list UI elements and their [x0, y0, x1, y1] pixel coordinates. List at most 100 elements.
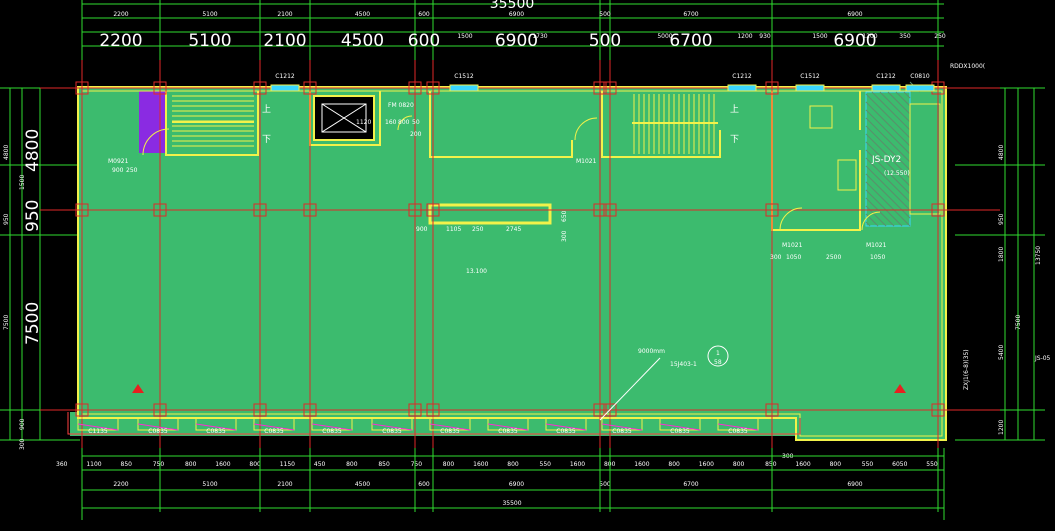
window-bottom-label: C0835: [670, 428, 690, 435]
right-top-ref: RDDX1000(: [950, 63, 985, 70]
hatch-line: [865, 221, 871, 227]
top-row2-dim: 1730: [532, 33, 547, 40]
structural-grid: [40, 60, 1000, 448]
top-big-dim: 4500: [341, 31, 384, 51]
hatch-line: [865, 165, 911, 211]
window-bottom-glass: [195, 423, 237, 431]
window-bottom-glass: [311, 423, 353, 431]
window-bottom-label: C0835: [382, 428, 402, 435]
right-dim-5: 5400: [998, 345, 1005, 360]
column: [253, 403, 267, 417]
bottom-row1-dim: 1600: [570, 461, 585, 468]
hatch-line: [887, 91, 911, 115]
bottom-row2-dim: 500: [599, 481, 611, 488]
window-bottom-label: C0835: [556, 428, 576, 435]
top-small-dim: 600: [418, 11, 430, 18]
right-dim-2: 950: [998, 213, 1005, 225]
hatch-line: [865, 109, 911, 155]
detail-num: 1: [716, 350, 720, 357]
center-dim-2: 1105: [446, 226, 461, 233]
window-bottom-label: C0835: [498, 428, 518, 435]
top-big-dim: 2100: [263, 31, 306, 51]
stair-up-left: 上: [262, 104, 271, 115]
hatch-line: [865, 141, 911, 187]
stairs-right: [632, 94, 718, 154]
hatch-line: [865, 181, 911, 227]
window-bottom-glass: [487, 423, 529, 431]
bottom-row1-dim: 800: [346, 461, 358, 468]
building-floor: [70, 87, 946, 440]
right-dim-3: 1800: [998, 247, 1005, 262]
window-top-label: C0810: [910, 73, 930, 80]
detail-ref: 15J403-1: [670, 361, 697, 368]
elev-dim-4: 50: [412, 119, 420, 126]
hatch-line: [865, 189, 903, 227]
left-dim-4: 7500: [3, 315, 10, 330]
left-big-dims: 4800 950 7500: [23, 129, 43, 345]
window-bottom-glass: [429, 423, 471, 431]
left-big-dim-950: 950: [23, 200, 43, 232]
bottom-row1-dim: 800: [249, 461, 261, 468]
bottom-row1-dim: 1100: [86, 461, 101, 468]
top-big-dim: 2200: [99, 31, 142, 51]
bottom-row1-dim: 1600: [699, 461, 714, 468]
column: [75, 403, 89, 417]
top-row2-dim: 5000: [657, 33, 672, 40]
column: [303, 403, 317, 417]
bottom-row1-dim: 800: [185, 461, 197, 468]
window-bottom-glass: [253, 423, 295, 431]
window-top: [727, 84, 757, 92]
column: [153, 81, 167, 95]
bottom-row1-dim: 550: [862, 461, 874, 468]
bottom-row1-dim: 450: [314, 461, 326, 468]
window-bottom-glass: [545, 423, 587, 431]
top-row2-dim: 350: [899, 33, 911, 40]
bottom-row2-dim: 6900: [509, 481, 524, 488]
interior-walls: [165, 91, 861, 231]
right-dim-4: 7500: [1015, 315, 1022, 330]
door-dim-left-1: 900: [112, 167, 124, 174]
section-ref: 9000mm: [638, 348, 665, 355]
right-vertical-ref: ZXJ1(6-8)(35): [963, 349, 970, 390]
bottom-row2-dim: 5100: [202, 481, 217, 488]
column: [303, 203, 317, 217]
left-dim-2: 1500: [19, 175, 26, 190]
top-dimension-lines: [82, 3, 944, 47]
window-top: [871, 84, 901, 92]
bottom-row2-dim: 6900: [847, 481, 862, 488]
door-dim-left-2: 250: [126, 167, 138, 174]
top-big-dim: 6900: [833, 31, 876, 51]
top-row2-dim: 1200: [737, 33, 752, 40]
top-row2-dim: 1200: [862, 33, 877, 40]
left-dim-1: 4800: [3, 145, 10, 160]
top-row2-dim: 1500: [457, 33, 472, 40]
left-dim-5: 900: [19, 418, 26, 430]
window-bottom-glass: [77, 423, 119, 431]
column: [765, 403, 779, 417]
hatch-line: [871, 91, 911, 131]
right-dimension-lines: [955, 87, 1045, 441]
door-dim-right-1: 300: [770, 254, 782, 261]
window-bottom-label: C0835: [264, 428, 284, 435]
door-dim-right-4: 1050: [870, 254, 885, 261]
door-label-4: M1021: [866, 242, 887, 249]
fire-markers: [132, 384, 906, 393]
window-bottom-label: C0835: [440, 428, 460, 435]
stair-up-right: 上: [730, 104, 739, 115]
bottom-row1-dim: 1600: [473, 461, 488, 468]
column: [593, 203, 607, 217]
window-bottom-label: C0835: [148, 428, 168, 435]
stair-down-right: 下: [730, 135, 739, 145]
right-dims: 4800 950 1800 7500 5400 1200 13750 ZXJ1(…: [950, 63, 1051, 435]
top-big-dim: 6700: [669, 31, 712, 51]
bottom-row1-dim: 800: [733, 461, 745, 468]
bottom-curtain-wall: [67, 412, 801, 435]
total-width-label-top: 35500: [490, 0, 535, 12]
tag-ref: JS-DY2: [871, 155, 901, 165]
